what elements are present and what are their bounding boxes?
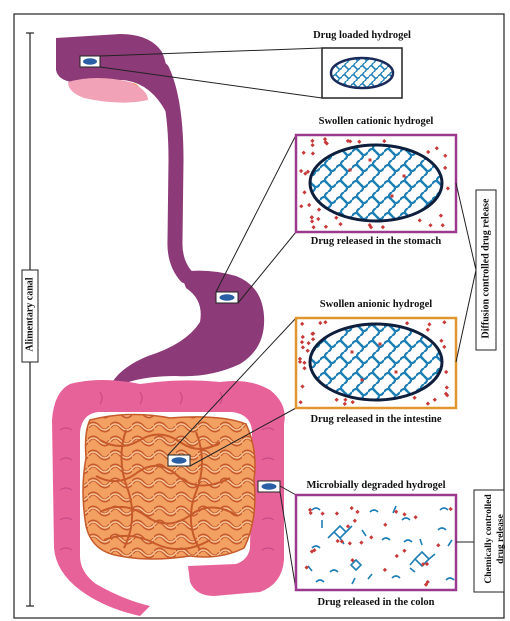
- chemically-controlled-label-line1: Chemically controlled: [484, 489, 494, 589]
- microbially-degraded-hydrogel-label: Microbially degraded hydrogel: [290, 480, 462, 491]
- drug-dot: [349, 169, 352, 172]
- alimentary-canal-label: Alimentary canal: [25, 269, 36, 361]
- drug-dot: [403, 175, 406, 178]
- drug-released-intestine-label: Drug released in the intestine: [296, 414, 456, 425]
- chemically-controlled-label-line2: drug release: [496, 489, 506, 589]
- anionic-hydrogel: [310, 324, 442, 400]
- cationic-hydrogel: [310, 145, 442, 221]
- drug-dot: [395, 371, 398, 374]
- drug-dot: [351, 351, 354, 354]
- capsule-mouth: [80, 56, 100, 67]
- swollen-anionic-hydrogel-label: Swollen anionic hydrogel: [296, 299, 456, 310]
- drug-released-stomach-label: Drug released in the stomach: [296, 236, 456, 247]
- capsule-intestine: [168, 455, 190, 466]
- drug-dot: [391, 195, 394, 198]
- drug-loaded-hydrogel-label: Drug loaded hydrogel: [300, 30, 424, 41]
- drug-released-colon-label: Drug released in the colon: [296, 597, 456, 608]
- diffusion-bracket: [456, 183, 476, 362]
- drug-loaded-hydrogel: [331, 58, 393, 88]
- swollen-cationic-hydrogel-label: Swollen cationic hydrogel: [296, 116, 456, 127]
- drug-dot: [369, 159, 372, 162]
- esophagus: [162, 70, 186, 276]
- capsule-colon: [258, 481, 280, 492]
- drug-dot: [361, 379, 364, 382]
- stomach: [108, 271, 264, 392]
- drug-dot: [379, 343, 382, 346]
- capsule-stomach: [216, 292, 238, 303]
- diffusion-controlled-label: Diffusion controlled drug release: [481, 189, 492, 349]
